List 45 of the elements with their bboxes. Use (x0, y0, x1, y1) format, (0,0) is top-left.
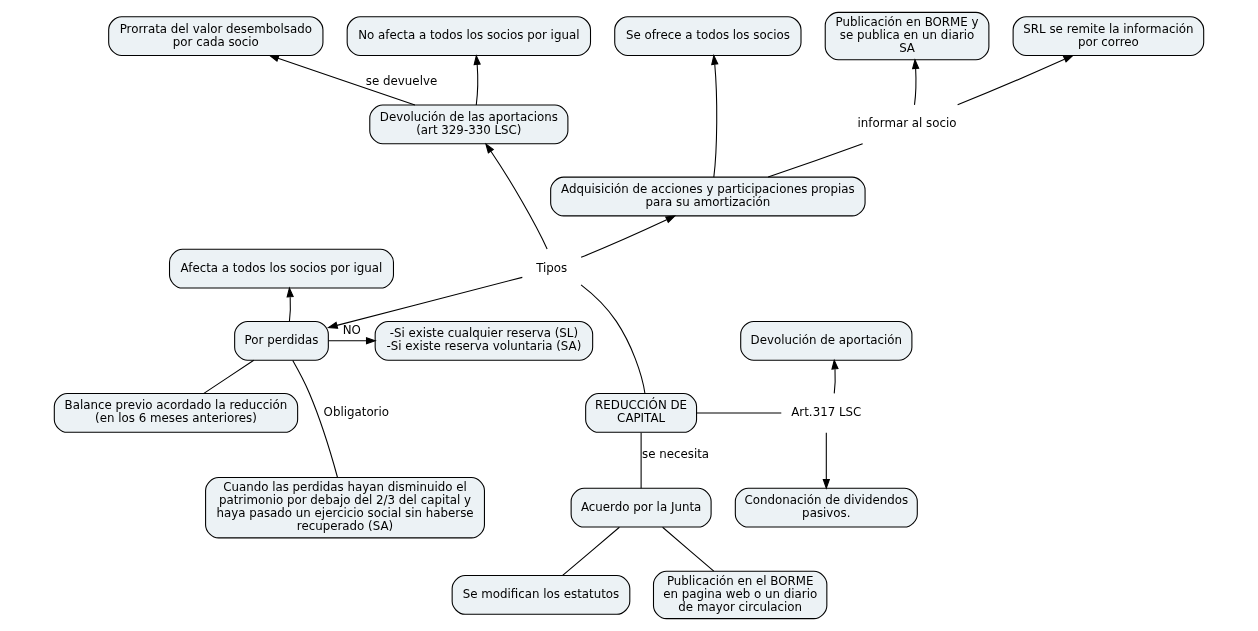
node-box: Publicación en el BORME en pagina web o un diario de mayor circulacion (652, 570, 828, 620)
connector (580, 284, 646, 394)
arrow (957, 55, 1075, 106)
connector (767, 143, 864, 178)
node-box: Acuerdo por la Junta (570, 487, 712, 528)
node-box: Se modifican los estatutos (451, 575, 631, 615)
node-box: Cuando las perdidas hayan disminuido el patrimonio por debajo del 2/3 del capital y haya pasado un ejercicio social sin haberse recuperado (SA) (205, 477, 485, 539)
node-box: Prorrata del valor desembolsado por cada socio (108, 16, 324, 56)
arrow (326, 276, 523, 329)
node-box: -Si existe cualquier reserva (SL) -Si existe reserva voluntaria (SA) (374, 320, 594, 361)
node-box: No afecta a todos los socios por igual (346, 16, 592, 56)
arrow (286, 286, 294, 322)
node-box: Devolución de aportación (740, 320, 913, 361)
arrow (268, 54, 416, 106)
arrow (911, 58, 920, 106)
node-box: Adquisición de acciones y participaciones propias para su amortización (550, 176, 866, 217)
edge-label: NO (342, 323, 361, 338)
node-box: REDUCCIÓN DE CAPITAL (585, 393, 698, 433)
connector (696, 412, 782, 414)
arrow (327, 337, 377, 345)
connector (662, 526, 715, 572)
node-box: Condonación de dividendos pasivos. (734, 487, 918, 528)
connector (292, 360, 338, 478)
node-box: Se ofrece a todos los socios (614, 16, 802, 56)
connector (562, 526, 620, 576)
node-box: Devolución de las aportacions (art 329-330 LSC) (369, 104, 569, 145)
node-box: Afecta a todos los socios por igual (168, 248, 394, 289)
node-box: Publicación en BORME y se publica en un diario SA (824, 11, 990, 61)
arrow (484, 142, 548, 250)
node-box: Balance previo acordado la reducción (en los 6 meses anteriores) (53, 393, 299, 433)
connector (203, 359, 255, 394)
arrow (831, 358, 839, 394)
arrow (822, 432, 831, 490)
arrow (473, 54, 481, 106)
edge-label: se devuelve (365, 74, 438, 89)
edge-label: Obligatorio (323, 404, 390, 419)
node-text: Art.317 LSC (791, 404, 862, 419)
node-box: Por perdidas (234, 320, 329, 361)
node-text: Tipos (536, 260, 568, 275)
arrow (580, 215, 677, 258)
connector (640, 432, 642, 489)
node-box: SRL se remite la información por correo (1012, 16, 1205, 56)
edge-label: se necesita (642, 446, 710, 461)
node-text: informar al socio (857, 116, 957, 131)
arrow (711, 54, 719, 178)
